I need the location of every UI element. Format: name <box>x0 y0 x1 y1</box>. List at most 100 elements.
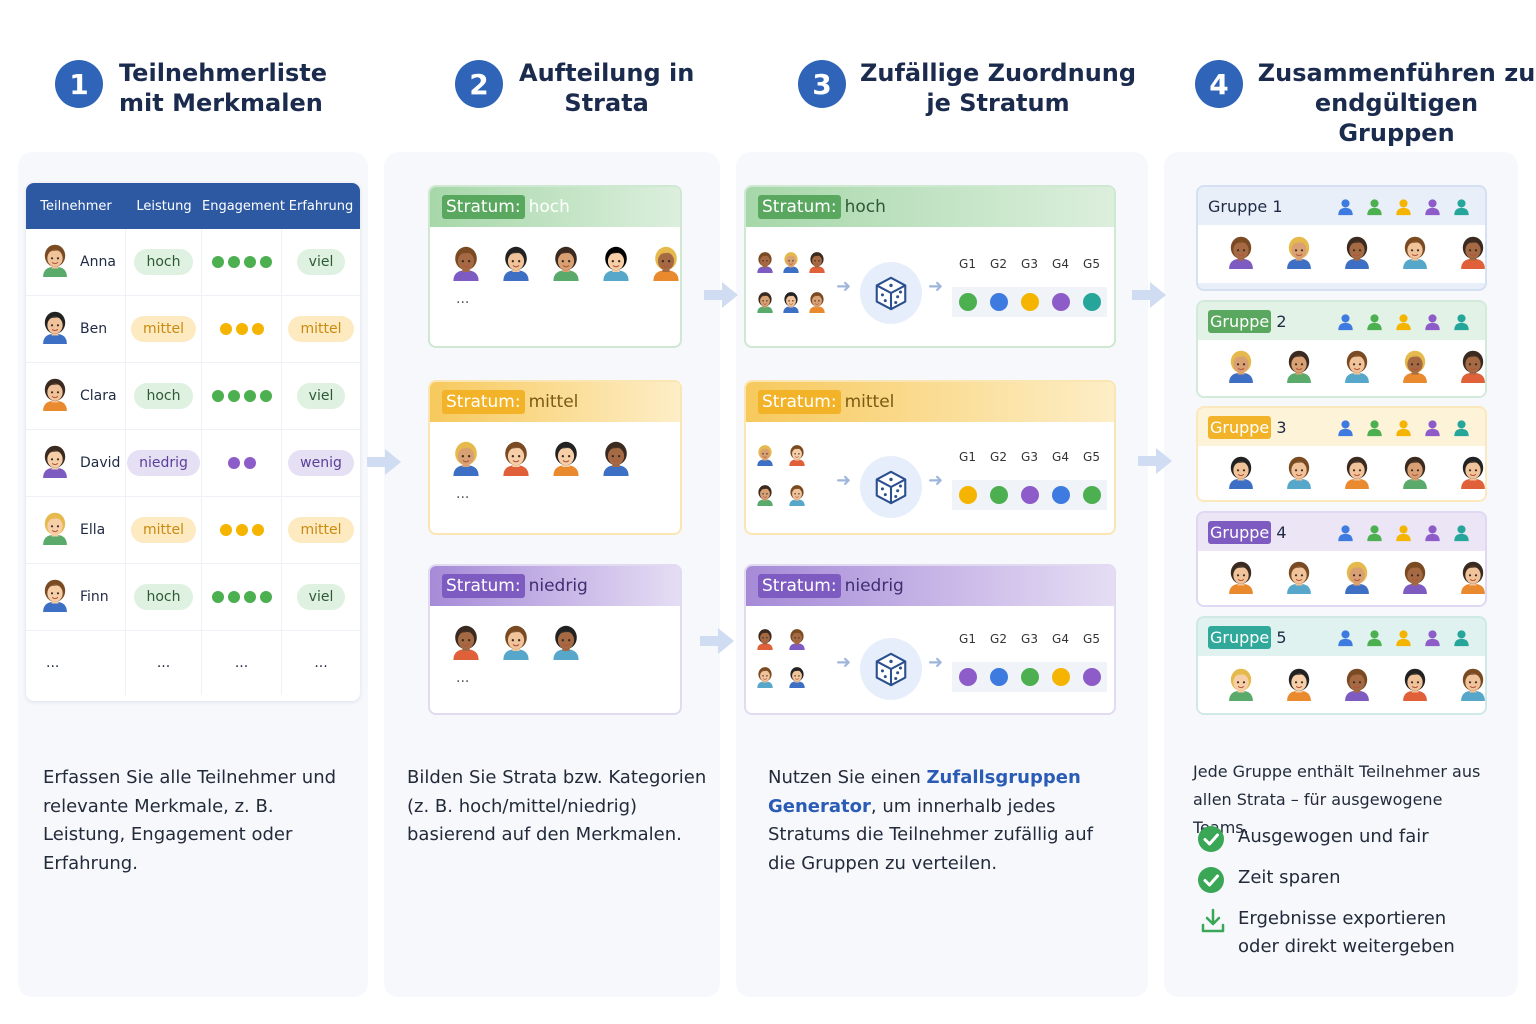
person-avatar <box>548 624 584 664</box>
person-avatar <box>548 245 584 285</box>
table-header: Teilnehmer Leistung Engagement Erfahrung <box>26 183 360 229</box>
step-4-number: 4 <box>1195 60 1243 108</box>
erfahrung-badge: viel <box>296 584 346 610</box>
assignment-dot <box>989 293 1008 311</box>
stratum-label: Stratum: <box>442 390 525 414</box>
assignment-dot <box>1051 486 1070 504</box>
stratum-value: niedrig <box>844 576 904 596</box>
assignment-dot <box>1051 668 1070 686</box>
person-avatar <box>498 245 534 285</box>
group-column-label: G5 <box>1083 257 1100 271</box>
ellipsis: ... <box>26 631 126 695</box>
group-column-label: G3 <box>1021 632 1038 646</box>
person-avatar <box>38 243 72 281</box>
generator-link[interactable]: Zufallsgruppen Generator <box>768 767 1081 817</box>
person-avatar <box>1282 349 1316 387</box>
engagement-dot <box>219 524 232 536</box>
person-icon <box>1452 198 1471 220</box>
person-avatar <box>1456 667 1485 705</box>
check-icon <box>1198 867 1224 893</box>
person-icon <box>1423 419 1442 441</box>
person-avatar <box>786 444 808 470</box>
assignment-dot <box>958 486 977 504</box>
stratum-label: Stratum: <box>758 195 841 219</box>
flow-arrow-icon <box>1132 282 1166 308</box>
person-avatar <box>38 511 72 549</box>
engagement-dot <box>243 457 256 469</box>
person-avatar <box>754 291 776 317</box>
group-column-label: G5 <box>1083 450 1100 464</box>
person-avatar <box>1282 667 1316 705</box>
person-avatar <box>548 440 584 480</box>
group-card-5: Gruppe 5 <box>1196 616 1487 715</box>
engagement-dots <box>211 256 272 268</box>
person-avatar <box>1340 349 1374 387</box>
person-avatar <box>754 251 776 277</box>
assignment-dot <box>1082 293 1101 311</box>
person-avatar <box>786 666 808 692</box>
step-4-title-line1: Zusammenführen zu <box>1257 59 1536 87</box>
participant-name: David <box>80 455 121 471</box>
engagement-dot <box>227 457 240 469</box>
person-avatar <box>1398 667 1432 705</box>
assignment-dot <box>989 668 1008 686</box>
leistung-badge: niedrig <box>127 450 200 476</box>
header-leistung: Leistung <box>136 198 192 214</box>
person-avatar <box>448 245 484 285</box>
person-avatar <box>498 440 534 480</box>
engagement-dot <box>227 390 240 402</box>
person-avatar <box>1340 560 1374 598</box>
engagement-dot <box>243 390 256 402</box>
arrow-right-icon: ➜ <box>836 276 852 297</box>
description-step-1: Erfassen Sie alle Teilnehmer und relevan… <box>43 767 337 874</box>
table-row: Clara hoch viel <box>26 363 360 430</box>
person-avatar <box>780 291 802 317</box>
erfahrung-badge: wenig <box>288 450 354 476</box>
person-avatar <box>1282 235 1316 273</box>
ellipsis: ... <box>456 670 470 686</box>
description-step-3: Nutzen Sie einen Zufallsgruppen Generato… <box>768 767 1094 874</box>
person-avatar <box>1398 349 1432 387</box>
person-avatar <box>806 291 828 317</box>
group-label: Gruppe <box>1208 415 1272 439</box>
group-number: 1 <box>1272 196 1283 216</box>
arrow-right-icon: ➜ <box>836 470 852 491</box>
person-icon <box>1394 629 1413 651</box>
assignment-dot <box>1051 293 1070 311</box>
participant-name: Clara <box>80 388 117 404</box>
erfahrung-badge: viel <box>296 383 346 409</box>
person-icon <box>1336 629 1355 651</box>
dice-icon <box>860 456 922 518</box>
person-icon <box>1336 419 1355 441</box>
person-avatar <box>1340 235 1374 273</box>
dice-icon <box>860 262 922 324</box>
person-avatar <box>1456 235 1485 273</box>
benefit-time: Zeit sparen <box>1238 867 1341 888</box>
arrow-right-icon: ➜ <box>836 652 852 673</box>
engagement-dot <box>259 591 272 603</box>
erfahrung-badge: mittel <box>288 316 354 342</box>
group-column-label: G2 <box>990 450 1007 464</box>
engagement-dots <box>211 390 272 402</box>
stratum-value: niedrig <box>528 576 588 596</box>
ellipsis: ... <box>126 631 202 695</box>
step-1-title-line1: Teilnehmerliste <box>119 59 327 87</box>
assignment-dot <box>1020 486 1039 504</box>
person-icon <box>1452 419 1471 441</box>
person-avatar <box>448 624 484 664</box>
leistung-badge: hoch <box>134 584 193 610</box>
ellipsis: ... <box>202 631 282 695</box>
group-column-label: G4 <box>1052 450 1069 464</box>
engagement-dots <box>219 524 264 536</box>
person-avatar <box>598 440 634 480</box>
person-icon <box>1336 524 1355 546</box>
person-avatar <box>1224 349 1258 387</box>
leistung-badge: hoch <box>134 383 193 409</box>
participant-name: Anna <box>80 254 116 270</box>
stratum-card-mittel: Stratum: mittel ... <box>428 380 682 535</box>
step-2-title-line2: Strata <box>564 89 649 117</box>
group-card-4: Gruppe 4 <box>1196 511 1487 607</box>
